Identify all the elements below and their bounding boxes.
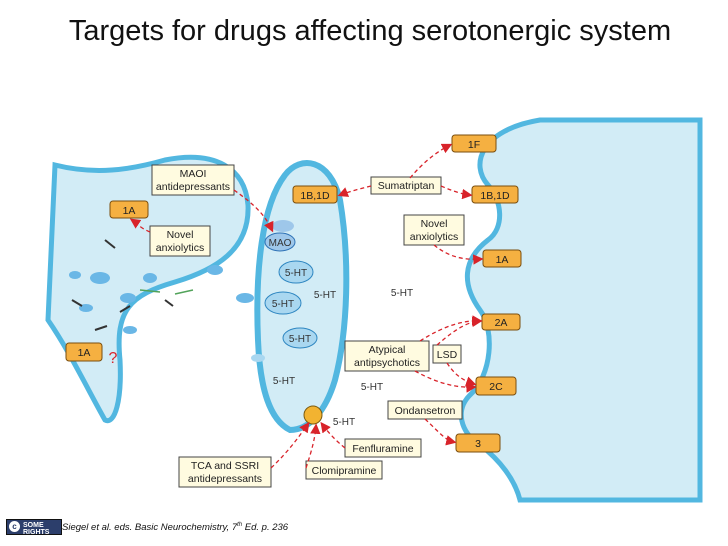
receptor-1b1d-pre-label: 1B,1D [300,190,330,202]
receptor-1f-label: 1F [468,139,480,151]
novel1-line2: anxiolytics [156,242,204,254]
receptor-1a-left-label: 1A [78,347,91,359]
tca-line2: antidepressants [188,473,262,485]
maoi-line2: antidepressants [156,181,230,193]
novel1-line1: Novel [167,229,194,241]
receptor-1f [451,134,497,153]
novel-anxiolytics-glia-box [149,225,211,257]
novel2-line1: Novel [421,218,448,230]
citation-main: Siegel et al. eds. Basic Neurochemistry,… [62,522,238,534]
ht-vesicle-2: 5-HT [272,299,294,310]
maoi-line1: MAOI [180,168,207,180]
ht-cleft-3: 5-HT [273,376,295,387]
atypical-antipsychotics-box [344,340,430,372]
citation: Siegel et al. eds. Basic Neurochemistry,… [62,522,288,533]
cc-license-logo: c SOME RIGHTS [6,519,62,536]
fenfluramine-label: Fenfluramine [352,443,413,455]
ht-cleft-5: 5-HT [333,417,355,428]
tca-ssri-box [178,456,272,488]
maoi-box [151,164,235,196]
ht-vesicle-3: 5-HT [289,334,311,345]
receptor-2a-label: 2A [495,317,508,329]
vesicle [264,291,302,315]
receptor-1a-glia [109,200,149,219]
ht-vesicle-1: 5-HT [285,268,307,279]
lsd-label: LSD [437,349,458,361]
novel2-line2: anxiolytics [410,231,458,243]
glial-cell [45,154,251,424]
ht-cleft-2: 5-HT [391,288,413,299]
cc-logo-text: SOME RIGHTS [23,522,50,536]
mao-label: MAO [269,238,292,249]
tca-line1: TCA and SSRI [191,460,259,472]
receptor-1b1d-post-label: 1B,1D [480,190,510,202]
citation-tail: Ed. p. 236 [242,522,289,534]
sumatriptan-label: Sumatriptan [378,180,435,192]
clomipramine-label: Clomipramine [312,465,377,477]
receptor-3-label: 3 [475,438,481,450]
serotonin-transporter [303,405,323,425]
sumatriptan-box [370,176,442,195]
ht-cleft-1: 5-HT [314,290,336,301]
receptor-1a-glia-label: 1A [123,205,136,217]
ht-cleft-4: 5-HT [361,382,383,393]
receptor-2c-label: 2C [489,381,503,393]
clomipramine-box [305,460,383,480]
receptor-1a-post-label: 1A [496,254,509,266]
atypical-line2: antipsychotics [354,357,420,369]
vesicle [278,260,314,284]
cc-icon: c [9,521,20,532]
receptor-1a-left [65,342,103,362]
page-title: Targets for drugs affecting serotonergic… [68,15,672,47]
atypical-line1: Atypical [369,344,406,356]
vesicle [282,327,318,349]
mao-enzyme [264,232,296,252]
receptor-1b1d-pre [292,185,338,204]
citation-sup: th [237,522,243,528]
ondansetron-label: Ondansetron [395,405,456,417]
question-mark: ? [109,350,118,367]
